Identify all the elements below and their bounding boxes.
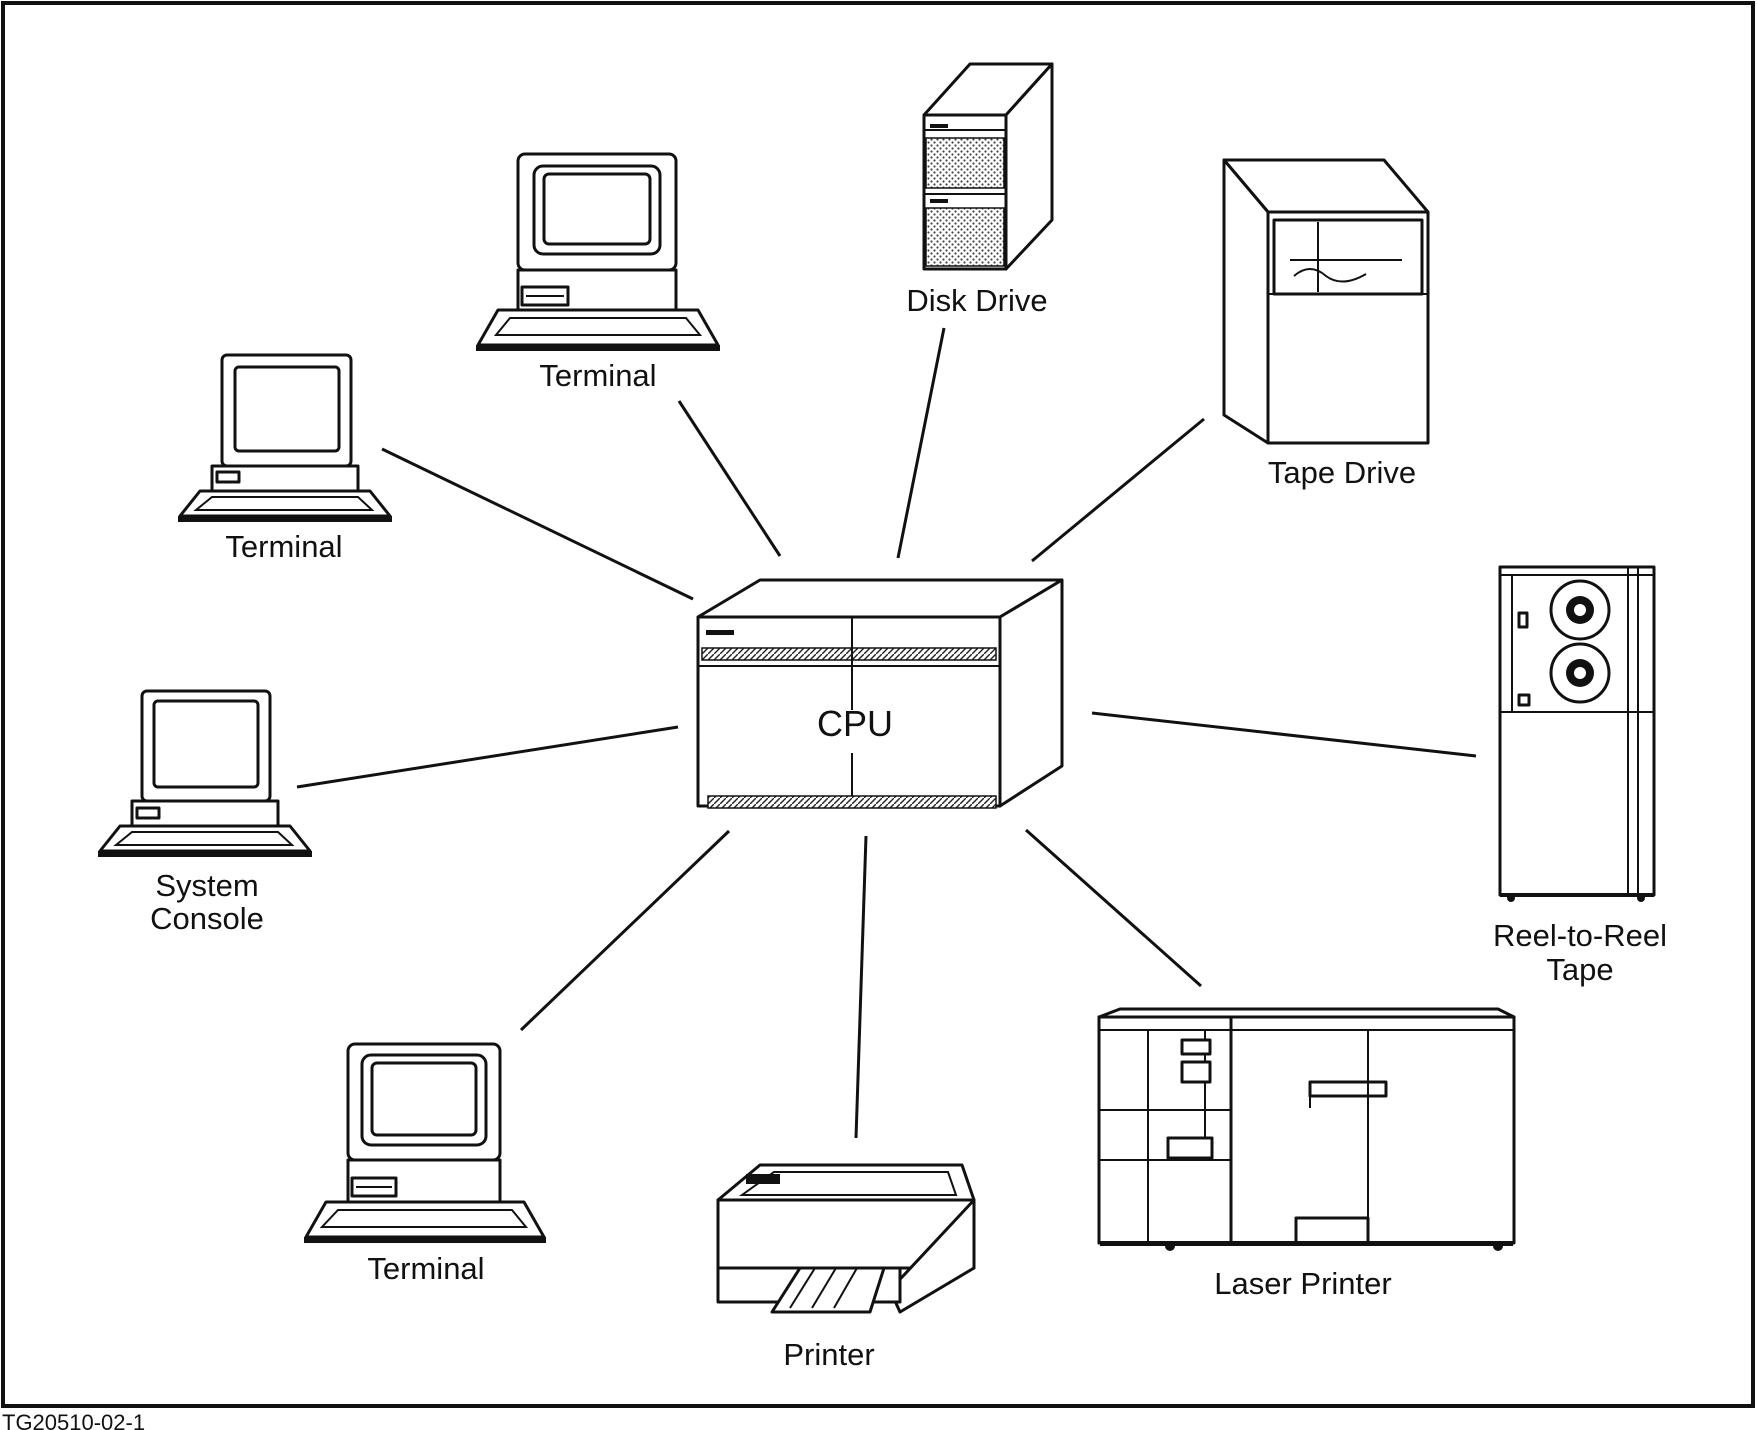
link-reel-to-reel xyxy=(1091,711,1477,758)
terminal-left: Terminal xyxy=(178,353,392,564)
link-terminal-top xyxy=(677,400,782,557)
link-disk-drive xyxy=(896,327,946,559)
link-terminal-left xyxy=(381,447,694,601)
link-terminal-bottom xyxy=(519,829,731,1032)
disk-drive: Disk Drive xyxy=(906,62,1054,318)
laser-printer: Laser Printer xyxy=(1097,1007,1516,1301)
connector-lines xyxy=(296,327,1477,1139)
link-tape-drive xyxy=(1031,417,1205,563)
system-console-label-line2: Console xyxy=(150,901,264,936)
tape-drive-label: Tape Drive xyxy=(1268,455,1416,490)
terminal-bottom: Terminal xyxy=(304,1042,546,1286)
link-system-console xyxy=(296,725,679,789)
cpu-label: CPU xyxy=(817,703,893,744)
terminal-left-label: Terminal xyxy=(225,529,342,564)
cpu-cabinet: CPU xyxy=(696,578,1064,809)
disk-drive-label: Disk Drive xyxy=(906,283,1047,318)
reel-to-reel-label-line1: Reel-to-Reel xyxy=(1493,918,1667,953)
figure-id: TG20510-02-1 xyxy=(2,1410,145,1430)
system-console-label-line1: System xyxy=(155,868,258,903)
system-console: System Console xyxy=(98,689,312,936)
tape-drive: Tape Drive xyxy=(1222,158,1430,490)
terminal-top-label: Terminal xyxy=(539,358,656,393)
link-printer xyxy=(854,835,868,1139)
laser-printer-label: Laser Printer xyxy=(1214,1266,1391,1301)
printer-label: Printer xyxy=(783,1337,874,1372)
terminal-top: Terminal xyxy=(476,152,720,393)
terminal-bottom-label: Terminal xyxy=(367,1251,484,1286)
link-laser-printer xyxy=(1025,828,1202,988)
reel-to-reel-label-line2: Tape xyxy=(1546,952,1613,987)
reel-to-reel-tape: Reel-to-Reel Tape xyxy=(1493,565,1667,987)
printer: Printer xyxy=(716,1163,976,1372)
